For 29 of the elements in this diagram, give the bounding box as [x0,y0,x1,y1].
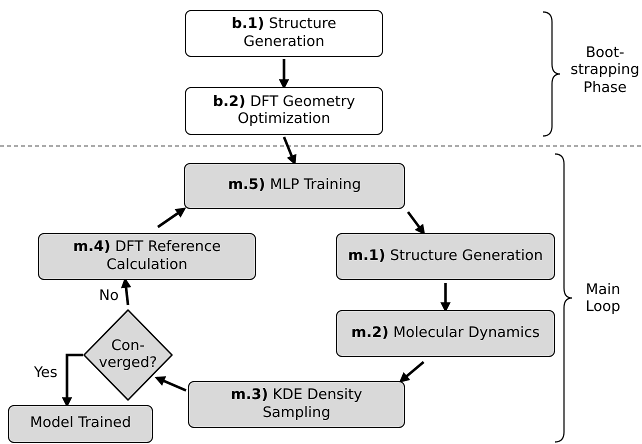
process-box [38,233,256,280]
arrow [440,283,451,313]
node-text: b.2) DFT Geometry Optimization [212,94,356,128]
arrow [406,211,426,236]
phase-label: Main Loop [584,282,622,317]
phase-label: Boot- strapping Phase [570,45,640,98]
process-box [188,381,405,428]
arrow [278,59,290,90]
process-box [185,10,383,57]
arrow [282,136,296,166]
process-box [185,87,383,135]
node-text: m.1) Structure Generation [347,248,544,266]
node-text: Model Trained [28,415,132,433]
process-box [336,310,555,357]
arrow [399,361,424,383]
node-text: m.3) KDE Density Sampling [230,387,364,422]
arrow [157,208,186,228]
process-box [184,163,405,209]
process-box [336,233,555,280]
process-box [8,405,153,443]
arrow [62,354,83,408]
arrow [120,277,132,306]
node-text: Con- verged? [98,338,158,372]
node-text: b.1) Structure Generation [230,16,338,51]
node-text: m.4) DFT Reference Calculation [72,239,222,274]
decision-diamond [83,309,173,401]
node-text: m.5) MLP Training [226,177,362,195]
node-text: m.2) Molecular Dynamics [350,324,541,342]
arrow [154,376,187,392]
